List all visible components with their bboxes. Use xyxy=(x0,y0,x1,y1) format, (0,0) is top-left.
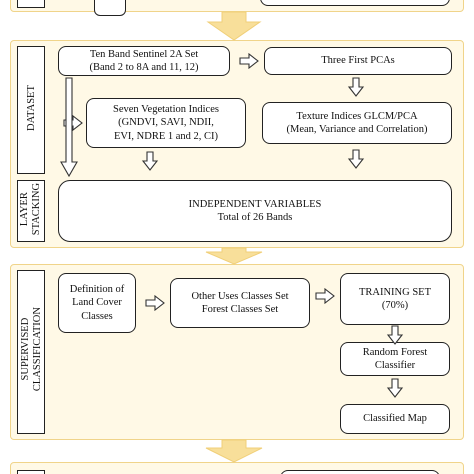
vegetation-indices-box: Seven Vegetation Indices (GNDVI, SAVI, N… xyxy=(86,98,246,148)
rf-to-classified-arrow xyxy=(387,378,403,398)
classified-map-box: Classified Map xyxy=(340,404,450,434)
section-connector-arrow-top xyxy=(206,11,262,41)
layer-stacking-label-box: LAYER STACKING xyxy=(17,180,45,242)
classes-to-training-arrow xyxy=(315,288,335,304)
pcas-to-texture-arrow xyxy=(348,77,364,97)
sentinel-band-set-box: Ten Band Sentinel 2A Set (Band 2 to 8A a… xyxy=(58,46,230,76)
texture-indices-box: Texture Indices GLCM/PCA (Mean, Variance… xyxy=(262,102,452,144)
texture-to-independent-arrow xyxy=(348,149,364,169)
section-connector-arrow-middle xyxy=(205,247,263,265)
supervised-classification-label-box: SUPERVISED CLASSIFICATION xyxy=(17,270,45,434)
other-uses-forest-classes-box: Other Uses Classes Set Forest Classes Se… xyxy=(170,278,310,328)
vegetation-to-independent-arrow xyxy=(142,151,158,171)
section-connector-arrow-bottom xyxy=(205,439,263,463)
training-set-box: TRAINING SET (70%) xyxy=(340,273,450,325)
definition-land-cover-box: Definition of Land Cover Classes xyxy=(58,273,136,333)
random-forest-classifier-box: Random Forest Classifier xyxy=(340,342,450,376)
top-section-box: F xyxy=(94,0,126,16)
training-to-rf-arrow xyxy=(387,325,403,345)
sentinel-to-independent-arrow xyxy=(60,77,78,178)
three-first-pcas-box: Three First PCAs xyxy=(264,47,452,75)
dataset-label-box: DATASET xyxy=(17,46,45,174)
definition-to-classes-arrow xyxy=(145,295,165,311)
top-section-label-box xyxy=(17,0,45,8)
independent-variables-box: INDEPENDENT VARIABLES Total of 26 Bands xyxy=(58,180,452,242)
bottom-section-label-box xyxy=(17,470,45,474)
sentinel-to-pcas-arrow xyxy=(239,53,259,69)
